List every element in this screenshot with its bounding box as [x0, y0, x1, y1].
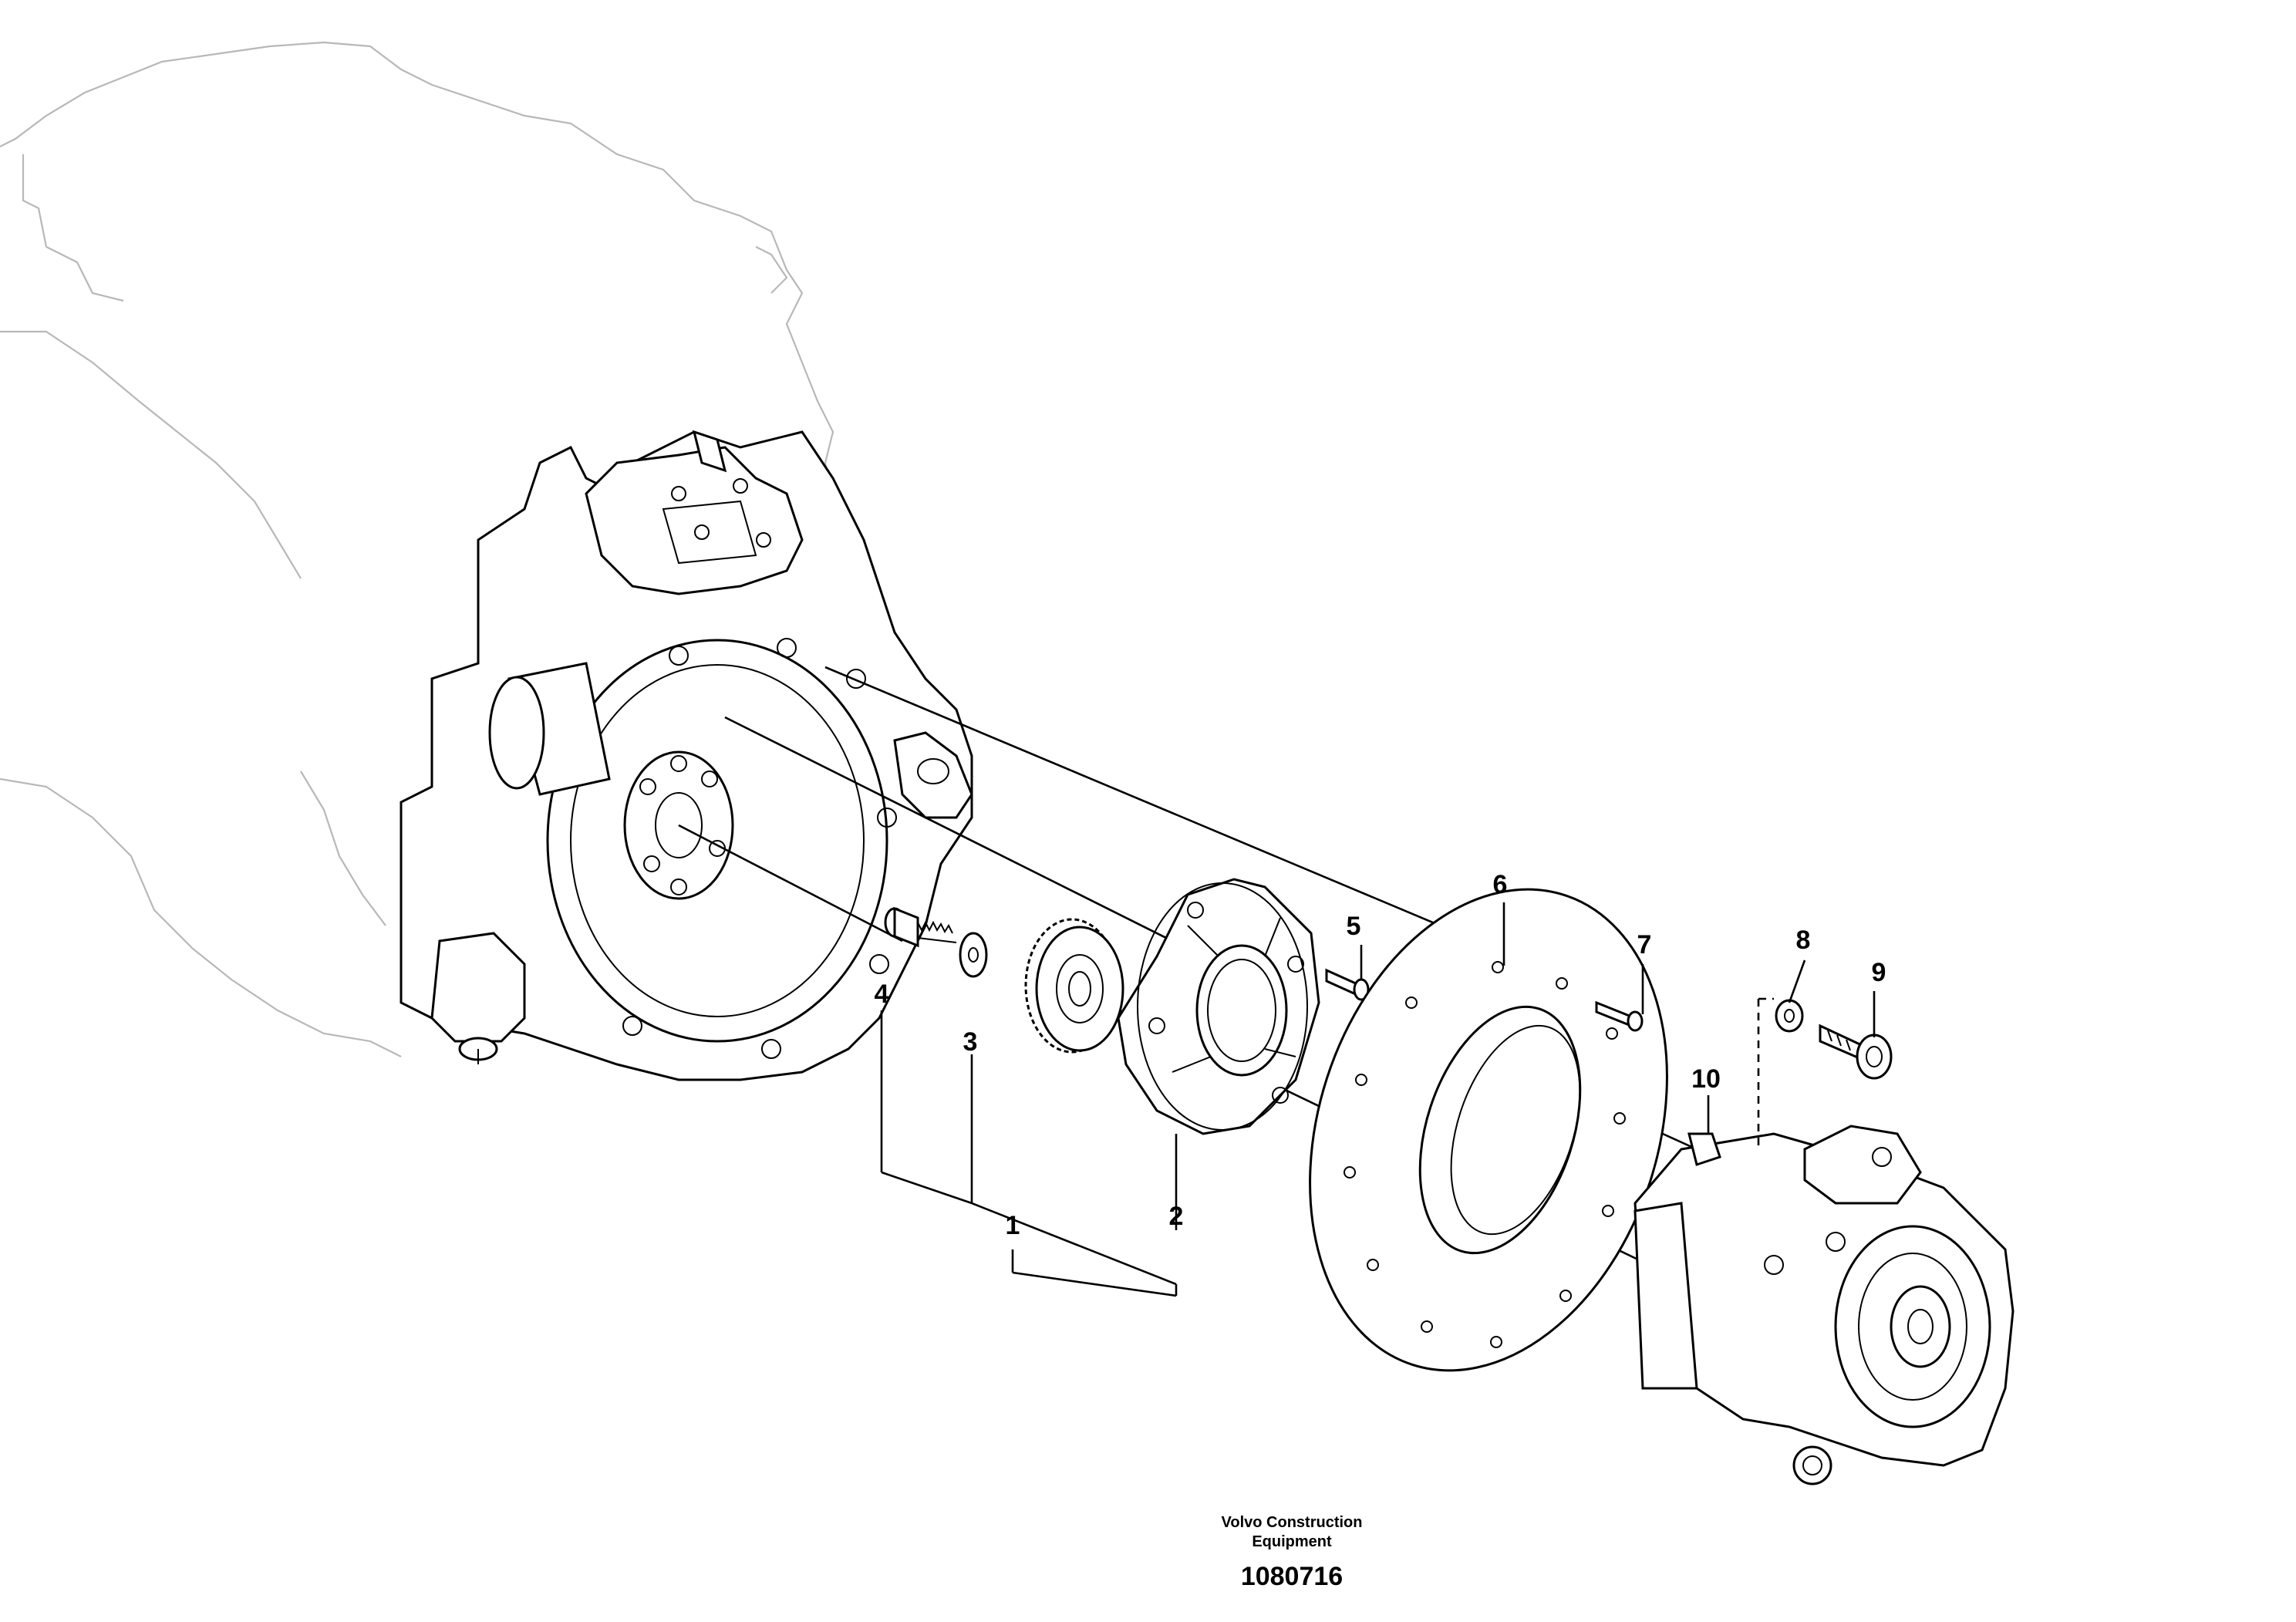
document-number: 1080716 — [1241, 1562, 1343, 1591]
callout-6: 6 — [1493, 870, 1508, 899]
callout-9: 9 — [1872, 958, 1886, 987]
part-7-screw — [1595, 1000, 1644, 1032]
part-4-stud — [884, 906, 957, 948]
publisher-line-1: Volvo Construction — [1222, 1514, 1363, 1531]
callout-2: 2 — [1169, 1202, 1184, 1231]
callout-5: 5 — [1347, 912, 1361, 941]
callout-leaders — [880, 902, 1876, 1297]
part-10-hydraulic-pump — [1633, 1125, 2014, 1485]
part-3-washer — [959, 932, 988, 978]
publisher-line-2: Equipment — [1252, 1533, 1332, 1550]
part-9-cap-screw — [1819, 1023, 1893, 1080]
part-2-coupling-hub — [1117, 878, 1320, 1135]
part-8-washer — [1775, 999, 1804, 1033]
callout-3: 3 — [963, 1027, 978, 1057]
part-6-adapter-plate — [1309, 888, 1668, 1372]
callout-10: 10 — [1691, 1064, 1721, 1094]
part-drive-gear — [1024, 918, 1124, 1054]
part-5-screw — [1325, 968, 1370, 1001]
callout-8: 8 — [1796, 926, 1811, 955]
callout-7: 7 — [1637, 930, 1652, 959]
flywheel-housing — [400, 430, 973, 1081]
callout-4: 4 — [875, 980, 889, 1009]
callout-1: 1 — [1006, 1211, 1020, 1240]
